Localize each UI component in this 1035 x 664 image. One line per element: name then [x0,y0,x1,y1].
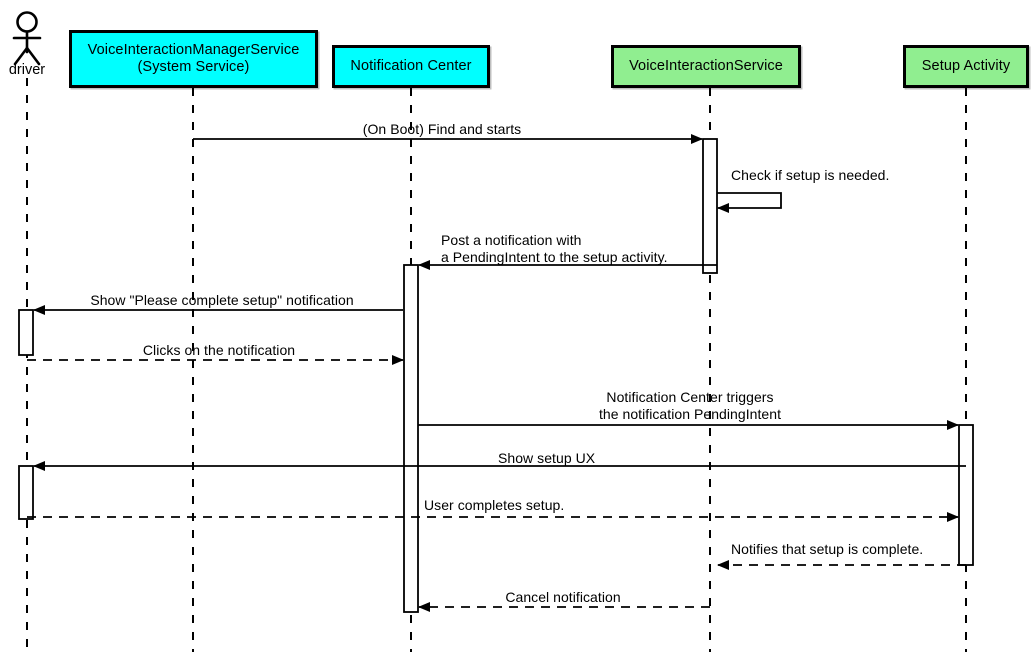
actor-figures-layer [12,11,42,66]
participant-box-setup-activity[interactable]: Setup Activity [903,45,1029,88]
participant-box-vis[interactable]: VoiceInteractionService [611,45,801,88]
message-label-msg-post-notification: Post a notification with a PendingIntent… [441,232,668,265]
activation-bar-driver [18,309,34,356]
activation-bars-layer [18,138,974,613]
message-label-msg-trigger-pendingintent: Notification Center triggers the notific… [598,389,782,422]
message-label-msg-check-setup: Check if setup is needed. [731,167,890,183]
message-label-msg-on-boot: (On Boot) Find and starts [362,121,522,137]
activation-bar-vis [702,138,718,274]
actor-figure-driver [12,11,42,66]
message-label-msg-notifies-setup-complete: Notifies that setup is complete. [731,541,924,557]
message-label-msg-cancel-notification: Cancel notification [505,589,621,605]
message-label-msg-user-completes-setup: User completes setup. [424,497,565,513]
message-label-msg-show-notification: Show "Please complete setup" notificatio… [90,292,354,308]
actor-label-driver: driver [8,62,46,78]
activation-bar-setup-activity [958,424,974,566]
lifelines-layer [26,78,967,652]
activation-bar-notification-center [403,264,419,613]
message-arrow-msg-check-setup [717,192,782,213]
participant-box-notification-center[interactable]: Notification Center [332,45,490,88]
message-label-msg-clicks-notification: Clicks on the notification [142,342,296,358]
message-label-msg-show-setup-ux: Show setup UX [498,450,596,466]
message-arrows-layer [27,134,966,612]
activation-bar-driver [18,465,34,520]
participant-box-vims[interactable]: VoiceInteractionManagerService (System S… [69,30,318,88]
